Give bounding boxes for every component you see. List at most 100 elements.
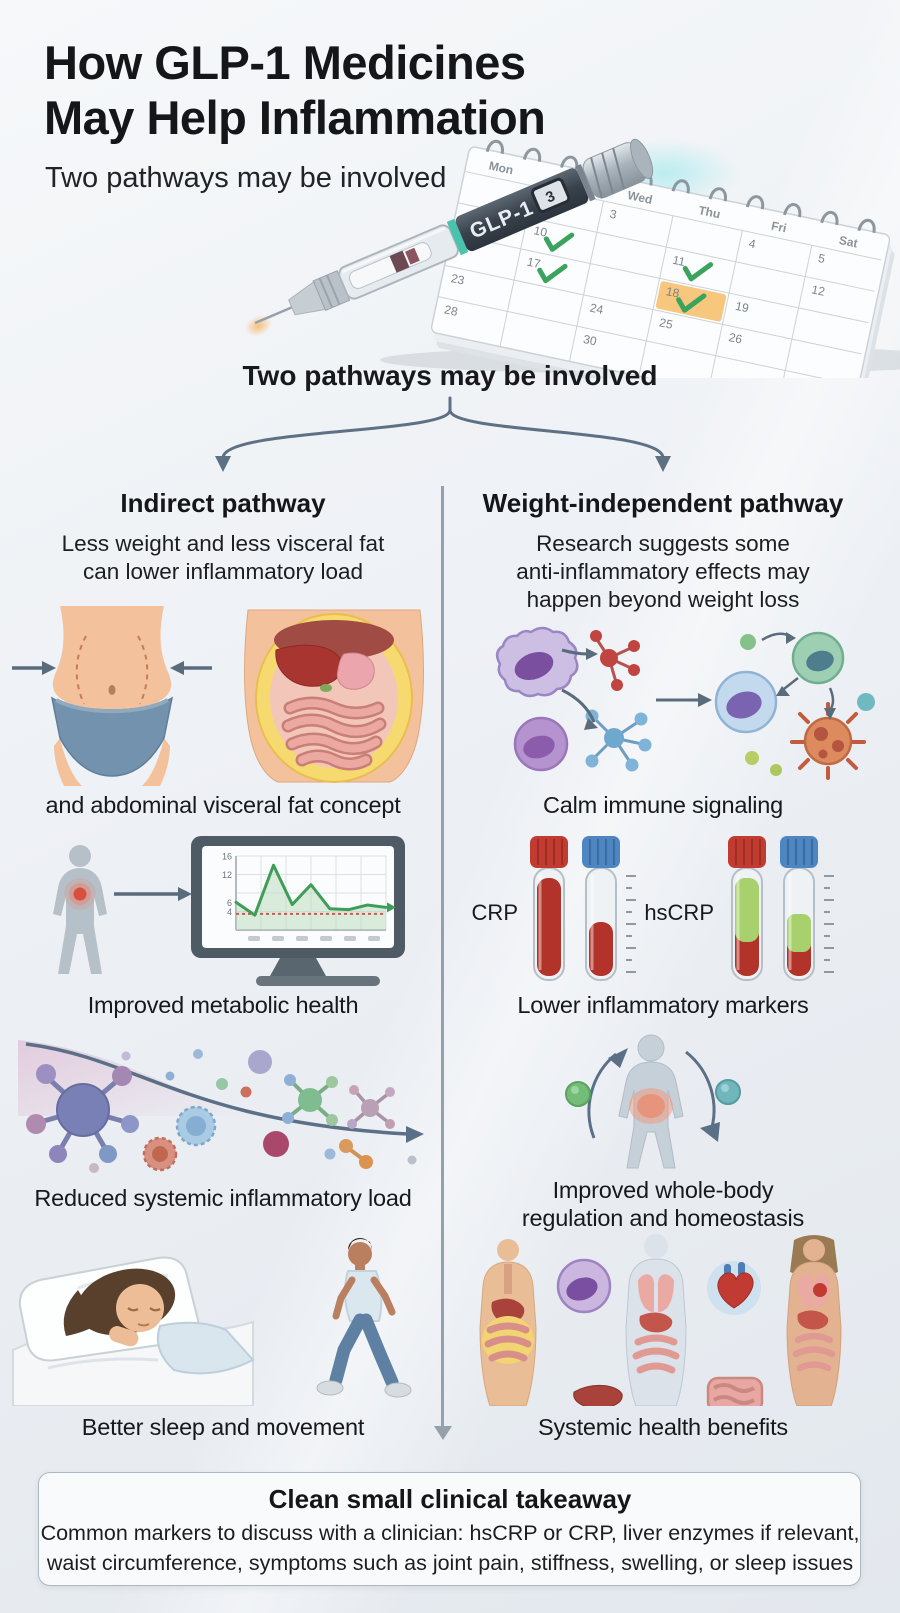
calendar-grid xyxy=(437,170,882,378)
ruler-ticks-right xyxy=(824,875,834,973)
walking-man xyxy=(316,1238,412,1398)
figure-male-organs xyxy=(479,1239,537,1406)
intestine-icon xyxy=(706,1376,764,1406)
cycle-arrow-left xyxy=(587,1052,617,1139)
fig3-liver xyxy=(797,1310,829,1330)
left-column-heading: Indirect pathway xyxy=(120,488,326,518)
svg-text:11: 11 xyxy=(671,253,686,269)
hscrp-tube-before xyxy=(728,836,766,981)
red-cytokine-molecule xyxy=(590,630,640,691)
blood-test-tubes-illustration: CRP hsCRP xyxy=(472,836,834,981)
svg-text:Sat: Sat xyxy=(838,233,859,251)
left-column-subheading: Less weight and less visceral fat can lo… xyxy=(61,531,385,584)
svg-text:28: 28 xyxy=(443,302,459,319)
svg-text:23: 23 xyxy=(450,271,466,288)
caption-sleep-movement: Better sleep and movement xyxy=(81,1414,365,1440)
back-leg xyxy=(359,1313,399,1389)
svg-text:Thu: Thu xyxy=(697,203,721,221)
purple-sphere xyxy=(248,1050,272,1074)
svg-text:18: 18 xyxy=(665,284,681,301)
green-dot xyxy=(740,634,756,650)
svg-text:19: 19 xyxy=(734,299,750,316)
svg-text:30: 30 xyxy=(582,332,598,349)
man-head xyxy=(348,1242,372,1266)
caption-visceral-fat: and abdominal visceral fat concept xyxy=(45,792,401,818)
svg-text:5: 5 xyxy=(817,251,827,266)
sleeping-woman xyxy=(12,1256,255,1406)
mauve-molecule xyxy=(347,1085,395,1129)
systemic-benefits-illustration xyxy=(479,1234,842,1406)
fig1-liver xyxy=(491,1298,525,1323)
immune-cell-icon xyxy=(556,1258,612,1314)
closed-eye xyxy=(127,1307,139,1312)
column-divider xyxy=(441,486,444,1428)
y-tick-6: 6 xyxy=(227,898,232,908)
y-tick-4: 4 xyxy=(227,907,232,917)
trend-line xyxy=(234,863,388,917)
caption-inflammatory-markers: Lower inflammatory markers xyxy=(517,992,809,1018)
svg-text:12: 12 xyxy=(810,282,826,299)
navel xyxy=(108,685,116,695)
fig3-intestines xyxy=(792,1332,836,1372)
pen-dose-window xyxy=(530,177,571,213)
calendar-cells: MonWedThuFriSat3451011121718192324252628… xyxy=(443,159,859,349)
yellow-dot xyxy=(745,751,759,765)
fig2-intestines xyxy=(632,1334,680,1374)
green-regulatory-cell xyxy=(791,631,845,685)
reduced-load-illustration xyxy=(18,1040,424,1173)
y-tick-16: 16 xyxy=(222,852,232,862)
teal-ball xyxy=(715,1079,741,1105)
fig2-lung-left xyxy=(638,1274,654,1312)
fig1-intestines xyxy=(484,1322,532,1362)
orange-dumbbell xyxy=(339,1139,373,1169)
face xyxy=(116,1284,164,1332)
svg-text:10: 10 xyxy=(532,223,548,240)
x-tick-labels xyxy=(248,936,380,941)
fuzzy-red-cell xyxy=(142,1136,178,1172)
body-silhouette xyxy=(618,1034,684,1169)
branch-heading: Two pathways may be involved xyxy=(242,360,658,391)
pen-calendar-illustration: MonWedThuFriSat3451011121718192324252628… xyxy=(244,138,900,378)
pen-teal-ring xyxy=(446,218,469,256)
teal-dot xyxy=(857,693,875,711)
lymphocyte-cell xyxy=(495,626,579,698)
gallbladder xyxy=(320,684,332,692)
declining-arrow xyxy=(25,1042,409,1136)
crp-tube-before xyxy=(530,836,568,981)
column-divider-arrow xyxy=(433,1426,452,1440)
front-leg xyxy=(329,1313,367,1387)
virus-particle xyxy=(790,702,866,780)
caption-immune-signaling: Calm immune signaling xyxy=(542,792,784,818)
fig2-lung-right xyxy=(658,1274,674,1312)
svg-text:Mon: Mon xyxy=(488,159,515,178)
y-tick-12: 12 xyxy=(222,870,232,880)
front-arm xyxy=(370,1276,396,1316)
left-branch-arrow xyxy=(215,456,231,472)
svg-text:Wed: Wed xyxy=(626,188,653,207)
caption-systemic-benefits: Systemic health benefits xyxy=(538,1414,788,1440)
cycle-arrow-right xyxy=(685,1050,716,1135)
needle-glint xyxy=(244,315,272,337)
fig2-liver xyxy=(639,1312,673,1333)
hscrp-label: hsCRP xyxy=(644,900,714,925)
title-line-1: How GLP-1 Medicines xyxy=(44,36,526,89)
green-molecule xyxy=(282,1074,338,1126)
takeaway-title: Clean small clinical takeaway xyxy=(268,1484,632,1514)
svg-text:26: 26 xyxy=(727,330,743,347)
visceral-fat-anatomy xyxy=(244,609,424,783)
sleep-movement-illustration xyxy=(12,1238,412,1406)
svg-text:4: 4 xyxy=(747,236,757,251)
homeostasis-illustration xyxy=(565,1034,741,1169)
shirt xyxy=(156,1321,255,1375)
heart-shape xyxy=(717,1272,754,1309)
blue-cytokine-molecule xyxy=(585,709,652,772)
monocyte-cell xyxy=(513,716,569,772)
fig3-heart xyxy=(813,1283,827,1297)
caption-metabolic-health: Improved metabolic health xyxy=(87,992,359,1018)
metabolic-monitor-illustration: 16 12 6 4 xyxy=(53,836,405,986)
monitor-stand xyxy=(270,958,326,976)
caption-whole-body: Improved whole-body regulation and homeo… xyxy=(521,1177,805,1231)
crimson-sphere xyxy=(263,1131,289,1157)
immune-signaling-illustration xyxy=(495,626,875,780)
